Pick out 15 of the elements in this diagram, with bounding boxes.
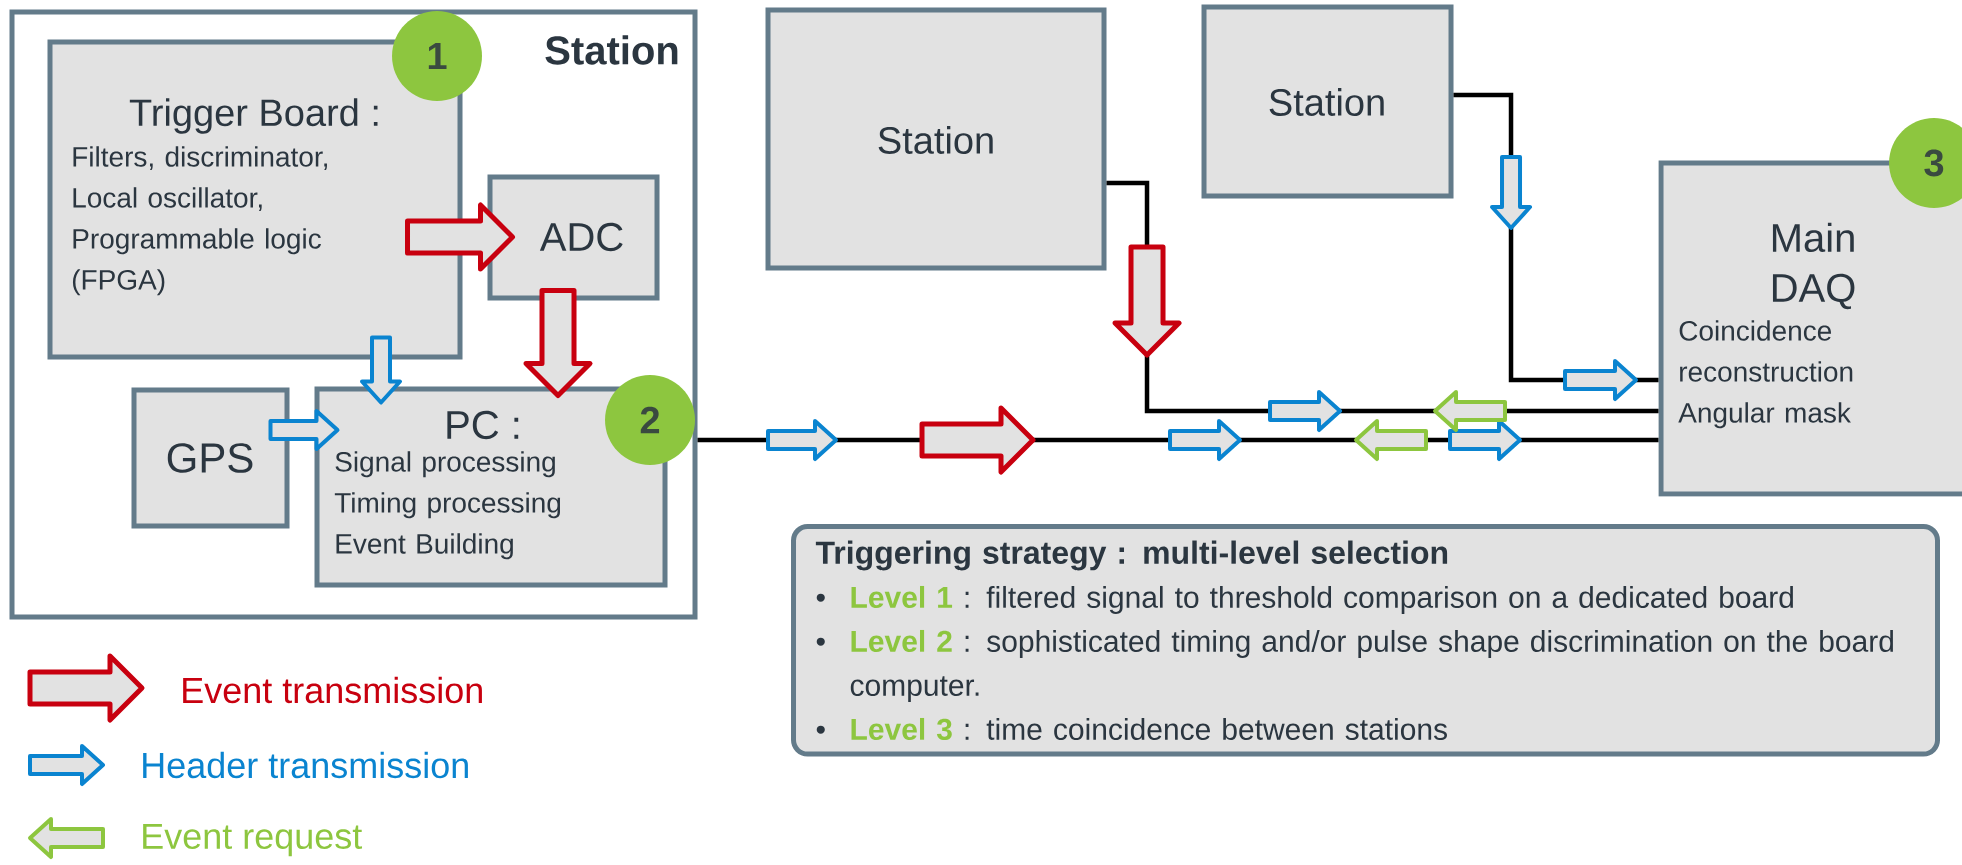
station-box: Station [1201,4,1454,199]
block-arrow [405,202,515,272]
number-badge: 1 [392,11,482,101]
strategy-panel: Triggering strategy : multi-level selection • Level 1 : filtered signal to threshold comparison on a dedicated board • Level 2 : sophisticated timing and/or pulse shape discrimination on the board computer. • Level 3 : time coincidence between stations [791,524,1940,757]
adc-box: ADC [487,174,660,301]
station-box: Station [765,7,1107,271]
block-arrow [523,288,593,398]
block-arrow [268,409,340,451]
legend-label: Event request [143,823,362,857]
number-badge: 3 [1889,118,1962,208]
gps-box: GPS [131,387,290,529]
legend-label: Event transmission [183,676,482,704]
number-badge: 2 [605,375,695,465]
legend-label: Header transmission [143,751,468,779]
block-arrow [360,335,402,405]
